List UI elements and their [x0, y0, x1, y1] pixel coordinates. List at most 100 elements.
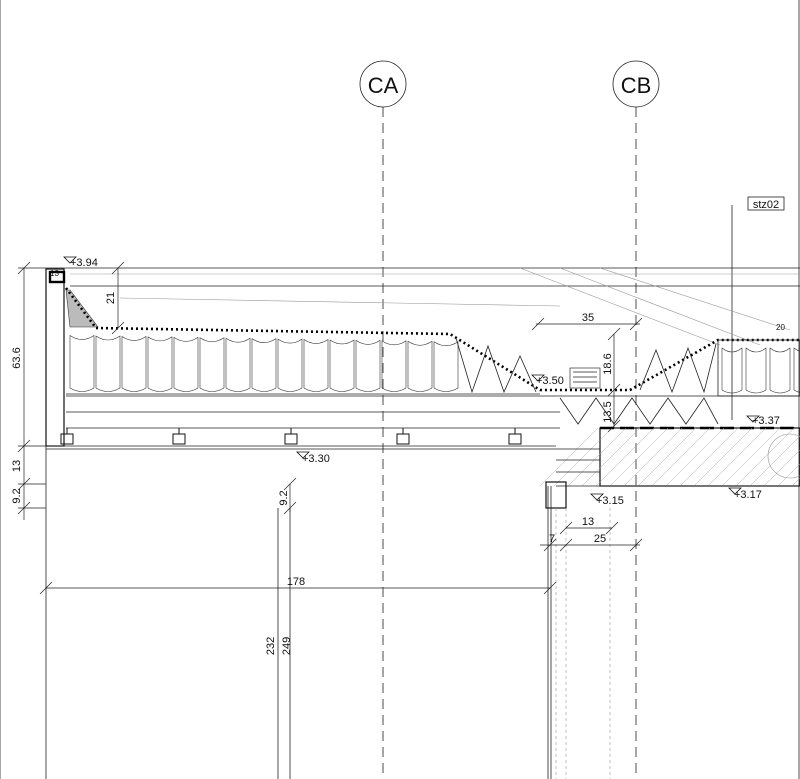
- tick-20: [629, 538, 643, 552]
- level-gutter: +3.50: [536, 375, 564, 387]
- parapet-edge: [45, 268, 99, 447]
- level-slab-right: +3.17: [734, 489, 762, 501]
- insulation-batt-right: [745, 347, 767, 394]
- dim-gutter-slab: 13.5: [602, 401, 614, 422]
- annotation-text: +3.94 +3.50 +3.37 +3.30 +3.15 +3.17 63.6…: [11, 257, 785, 655]
- level-tri-top: [63, 256, 77, 264]
- hatch-line: [707, 427, 767, 487]
- level-soffit-left: +3.30: [302, 453, 330, 465]
- tick-11: [607, 419, 621, 433]
- dim-height-249: 249: [281, 637, 293, 655]
- dim-width-13: 13: [582, 516, 594, 528]
- minor-mark-right: 20: [776, 323, 785, 332]
- dim-mid-9-2: 9.2: [278, 490, 290, 505]
- tick-6: [111, 321, 125, 335]
- insulation-batt-right: [769, 347, 791, 394]
- tick-5: [111, 261, 125, 275]
- insulation-batts: [69, 334, 459, 392]
- gutter-insulation-zigzag-right: [639, 343, 717, 394]
- tick-18: [543, 538, 557, 552]
- insulation-batt: [355, 339, 381, 392]
- tick-19: [559, 538, 573, 552]
- gutter-slab-zigzag: [559, 397, 719, 425]
- hatch-line: [539, 427, 599, 487]
- grid-label-ca: CA: [368, 73, 399, 98]
- dim-parapet-slope: 21: [105, 292, 117, 304]
- grid-label-cb: CB: [621, 73, 652, 98]
- hatch-line: [637, 427, 697, 487]
- hatch-line: [665, 427, 725, 487]
- window-wall: [45, 446, 611, 779]
- dim-left-13: 13: [11, 460, 23, 472]
- dim-gutter-width: 35: [582, 312, 594, 324]
- grid-axis-cb: CB: [612, 60, 660, 779]
- fixing-block: [396, 433, 410, 445]
- tick-17: [605, 521, 619, 535]
- insulation-batt: [407, 340, 433, 392]
- insulation-batt: [251, 338, 277, 392]
- hatch-line: [623, 427, 683, 487]
- tick-14: [39, 581, 53, 595]
- dim-left-9-2: 9.2: [11, 488, 23, 503]
- dim-gutter-depth: 18.6: [602, 353, 614, 374]
- insulation-batt: [433, 341, 459, 392]
- right-roof-panel: [717, 339, 800, 397]
- hatch-line: [749, 435, 800, 487]
- hatch-line: [553, 427, 613, 487]
- hatch-line: [581, 427, 641, 487]
- fixing-block: [508, 433, 522, 445]
- hatch-line: [651, 427, 711, 487]
- hatch-line: [679, 427, 739, 487]
- gutter-insulation-zigzag-left: [455, 337, 537, 394]
- section-tag: stz02: [731, 196, 785, 420]
- fixing-block: [284, 433, 298, 445]
- level-tri-floor: [746, 415, 760, 423]
- fixing-block: [172, 433, 186, 445]
- fixing-blocks: [60, 428, 522, 445]
- insulation-batt: [303, 338, 329, 392]
- tick-16: [559, 521, 573, 535]
- insulation-batt: [147, 336, 173, 392]
- level-tri-slab: [728, 487, 742, 495]
- fixing-block: [60, 433, 74, 445]
- insulation-batt-right: [793, 347, 800, 393]
- dim-width-25: 25: [594, 533, 606, 545]
- insulation-batt: [225, 337, 251, 392]
- insulation-batt: [199, 337, 225, 392]
- level-lintel: +3.15: [596, 495, 624, 507]
- insulation-batt: [95, 335, 121, 392]
- hatch-line: [777, 463, 800, 487]
- section-tag-box: [747, 196, 785, 211]
- pipe-section: [767, 433, 800, 479]
- roof-membrane: [95, 326, 800, 392]
- level-tri-gutter: [531, 374, 545, 382]
- level-markers: [63, 256, 760, 501]
- hatch-line: [567, 427, 627, 487]
- dim-height-232: 232: [265, 637, 277, 655]
- tick-13: [283, 501, 297, 515]
- level-floor-right: +3.37: [752, 415, 780, 427]
- reference-lines: [46, 267, 800, 346]
- tick-7: [531, 317, 545, 331]
- grid-axis-ca: CA: [359, 60, 407, 779]
- parapet-outer-wall: [45, 268, 65, 447]
- dim-width-7: 7: [549, 533, 555, 545]
- level-tri-lintel: [590, 493, 604, 501]
- grey-line-5: [599, 267, 791, 331]
- insulation-batt: [121, 335, 147, 392]
- minor-mark-top: 13: [50, 269, 59, 278]
- hatch-line: [735, 427, 795, 487]
- insulation-batt: [69, 334, 95, 392]
- insulation-batt: [173, 336, 199, 392]
- dim-total-height: 63.6: [11, 347, 23, 368]
- tick-10: [607, 383, 621, 397]
- slab-outline: [599, 427, 800, 487]
- dimension-lines: [17, 261, 643, 595]
- section-tag-label: stz02: [753, 199, 779, 211]
- insulation-batt: [329, 339, 355, 392]
- dim-span-178: 178: [287, 576, 305, 588]
- hatch-line: [609, 427, 669, 487]
- grey-line-4: [559, 267, 761, 346]
- hatch-line: [721, 427, 781, 487]
